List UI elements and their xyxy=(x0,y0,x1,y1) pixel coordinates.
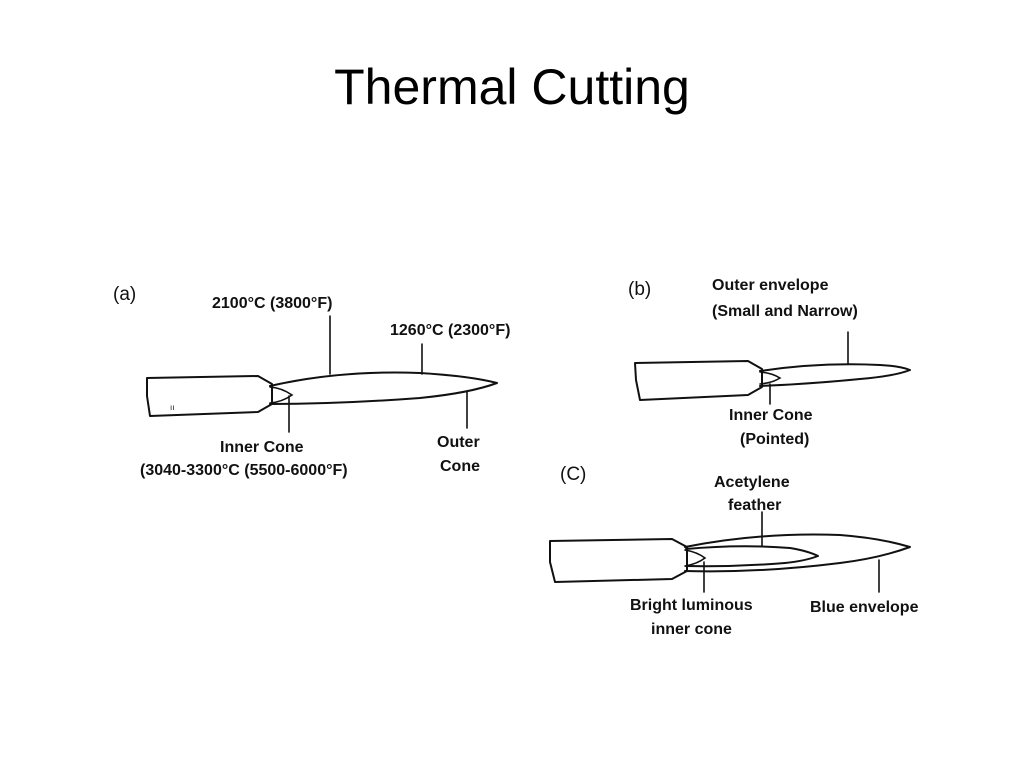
label-inner-cone-b-2: (Pointed) xyxy=(740,431,809,448)
inner-cone-a xyxy=(269,386,294,404)
label-outer-envelope-1: Outer envelope xyxy=(712,277,829,294)
panel-c: (C) Acetylene feather Bright luminous in… xyxy=(549,464,919,638)
slide-title: Thermal Cutting xyxy=(334,59,690,115)
label-inner-cone-a-2: (3040-3300°C (5500-6000°F) xyxy=(140,462,348,479)
label-blue-envelope: Blue envelope xyxy=(810,599,919,616)
label-outer-cone-a-1: Outer xyxy=(437,434,480,451)
label-temp-tip: 1260°C (2300°F) xyxy=(390,322,510,339)
torch-tip-c xyxy=(549,538,688,583)
torch-mark-a: ıı xyxy=(170,403,174,412)
outer-envelope-b xyxy=(759,363,911,387)
panel-b: (b) Outer envelope (Small and Narrow) In… xyxy=(628,277,911,448)
label-inner-cone-b-1: Inner Cone xyxy=(729,407,813,424)
panel-c-tag: (C) xyxy=(560,464,586,485)
label-outer-cone-a-2: Cone xyxy=(440,458,480,475)
panel-a-tag: (a) xyxy=(113,284,136,305)
torch-tip-a xyxy=(146,375,273,417)
outer-cone-a xyxy=(269,371,498,405)
label-inner-cone-a-1: Inner Cone xyxy=(220,439,304,456)
acetylene-feather xyxy=(685,545,819,568)
panel-a: (a) ıı 2100°C (3800°F) 1260°C (2300°F) I… xyxy=(113,284,510,479)
panel-b-tag: (b) xyxy=(628,279,651,300)
label-temp-top: 2100°C (3800°F) xyxy=(212,295,332,312)
label-feather-1: Acetylene xyxy=(714,474,790,491)
bright-inner-cone xyxy=(684,549,707,567)
label-bright-cone-1: Bright luminous xyxy=(630,597,753,614)
label-feather-2: feather xyxy=(728,497,781,514)
label-outer-envelope-2: (Small and Narrow) xyxy=(712,303,858,320)
blue-envelope xyxy=(684,533,911,573)
torch-tip-b xyxy=(634,360,763,401)
label-bright-cone-2: inner cone xyxy=(651,621,732,638)
inner-cone-b xyxy=(759,371,782,385)
